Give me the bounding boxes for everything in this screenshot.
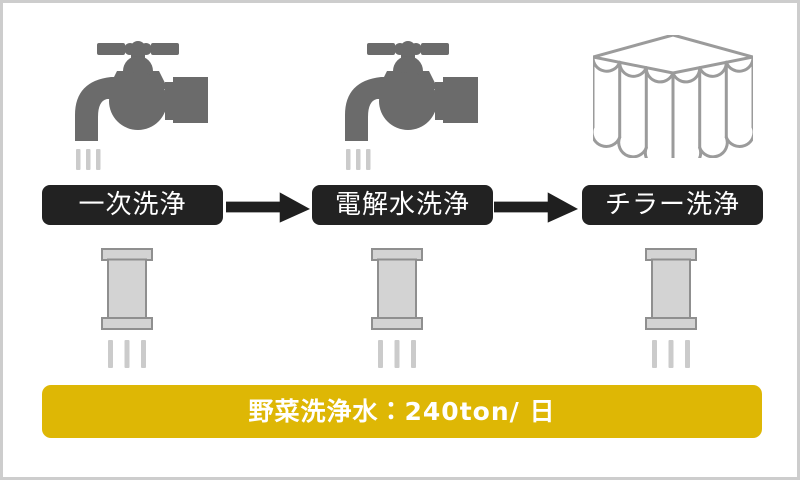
chiller-box-icon xyxy=(593,35,753,158)
pipe-icon xyxy=(101,248,153,330)
pipe-icon xyxy=(371,248,423,330)
water-drips-icon xyxy=(652,340,690,368)
step-label-electrolyzed-water-wash: 電解水洗浄 xyxy=(312,185,493,225)
water-volume-banner: 野菜洗浄水：240ton/ 日 xyxy=(42,385,762,438)
faucet-icon xyxy=(67,35,209,171)
step-label-primary-wash: 一次洗浄 xyxy=(42,185,223,225)
water-drips-icon xyxy=(378,340,416,368)
arrow-right-icon xyxy=(226,189,310,225)
faucet-icon xyxy=(337,35,479,171)
water-drips-icon xyxy=(108,340,146,368)
step-label-chiller-wash: チラー洗浄 xyxy=(582,185,763,225)
arrow-right-icon xyxy=(494,189,578,225)
pipe-icon xyxy=(645,248,697,330)
